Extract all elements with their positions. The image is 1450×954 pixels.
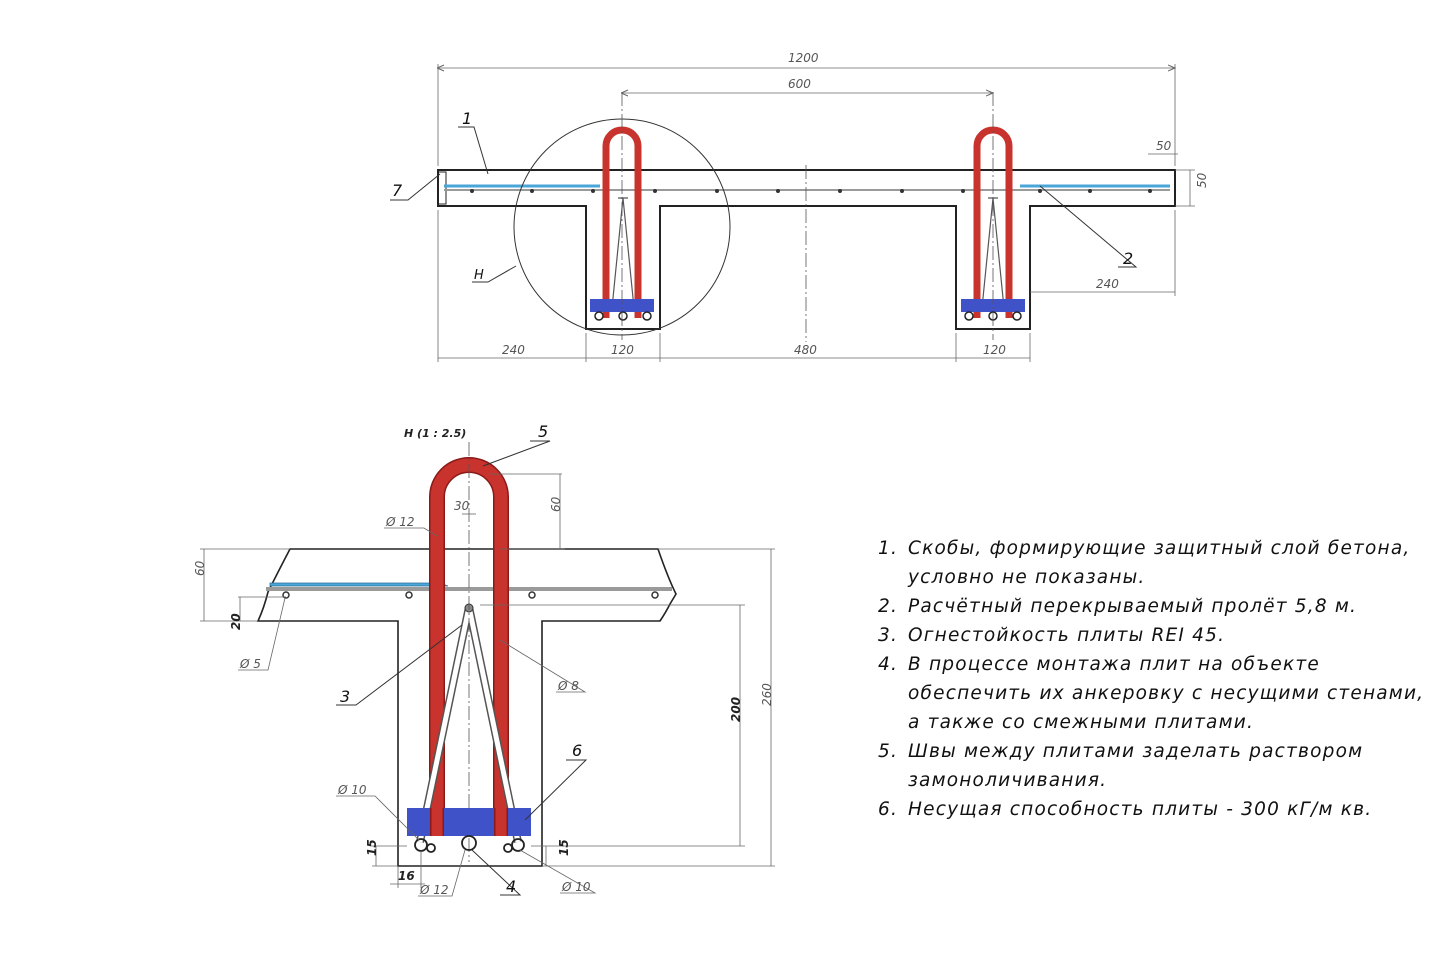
detail-bottom-bars — [414, 835, 525, 853]
detail-callout-3: 3 — [340, 687, 350, 706]
dim-flange-right-vertical: 50 — [1195, 172, 1209, 188]
detail-dim-mesh-cover: 20 — [229, 613, 243, 630]
detail-dim-bottom-cover-right: 15 — [557, 839, 571, 856]
dim-rib-width-right: 120 — [983, 343, 1006, 357]
detail-title: Н (1 : 2.5) — [404, 427, 466, 440]
detail-dia-stirrup-bar: Ø 8 — [557, 679, 579, 693]
note-3: 3. Огнестойкость плиты REI 45. — [878, 621, 1438, 650]
dim-overall-width: 1200 — [788, 51, 819, 65]
slab-cross-section-outline — [437, 169, 1176, 330]
detail-callout-leaders — [336, 440, 588, 896]
detail-dim-loop-width: 30 — [454, 499, 470, 513]
dim-rib-width-left: 120 — [611, 343, 634, 357]
dim-rib-spacing: 600 — [788, 77, 811, 91]
notes-list: 1. Скобы, формирующие защитный слой бетон… — [878, 534, 1438, 824]
detail-dim-bottom-cover-left: 15 — [365, 839, 379, 856]
dim-flange-right-horizontal: 50 — [1156, 139, 1172, 153]
callout-detail-marker: Н — [474, 268, 484, 283]
note-6-text: Несущая способность плиты - 300 кГ/м кв. — [908, 799, 1373, 820]
top-dimension-lines — [438, 64, 1195, 362]
bottom-plate-right — [961, 299, 1025, 312]
detail-callout-4: 4 — [506, 877, 516, 896]
callout-7: 7 — [392, 181, 403, 200]
detail-dia-bottom-right: Ø 10 — [561, 880, 591, 894]
detail-callout-6: 6 — [572, 741, 582, 760]
bottom-plate-left — [590, 299, 654, 312]
detail-dia-bottom-left: Ø 10 — [337, 783, 367, 797]
detail-loop-over-plate-fill — [431, 808, 507, 836]
note-1-num: 1. — [878, 538, 899, 559]
callout-1: 1 — [462, 109, 472, 128]
note-1-text: Скобы, формирующие защитный слой бетона,… — [908, 538, 1411, 588]
center-lines — [621, 92, 994, 342]
detail-dia-mesh-bar: Ø 5 — [239, 657, 261, 671]
note-3-text: Огнестойкость плиты REI 45. — [908, 625, 1226, 646]
top-leaders — [390, 126, 1138, 283]
right-rib-reinforcement — [961, 126, 1025, 321]
mesh-bar-dots — [470, 189, 1152, 193]
dim-clear-span: 480 — [794, 343, 817, 357]
note-2-num: 2. — [878, 596, 899, 617]
detail-dim-loop-height: 60 — [549, 496, 563, 512]
dim-overhang-left: 240 — [502, 343, 525, 357]
detail-dim-rib-inner-height: 200 — [729, 697, 743, 722]
detail-dia-loop-bar: Ø 12 — [385, 515, 415, 529]
note-6-num: 6. — [878, 799, 899, 820]
note-5: 5. Швы между плитами заделать раствором з… — [878, 737, 1438, 795]
detail-mesh-dots — [282, 591, 659, 599]
detail-dim-total-height: 260 — [760, 683, 774, 706]
note-1: 1. Скобы, формирующие защитный слой бетон… — [878, 534, 1438, 592]
note-4: 4. В процессе монтажа плит на объекте обе… — [878, 650, 1438, 737]
callout-2: 2 — [1123, 249, 1133, 268]
note-5-num: 5. — [878, 741, 899, 762]
detail-dia-bottom-center: Ø 12 — [419, 883, 449, 897]
detail-view: Н (1 : 2.5) — [193, 422, 775, 897]
detail-callout-5: 5 — [538, 422, 548, 441]
detail-stirrup-inner — [417, 606, 521, 843]
note-3-num: 3. — [878, 625, 899, 646]
lifting-loop-left — [602, 126, 642, 318]
detail-mesh-blue — [269, 582, 449, 587]
detail-dimension-lines — [200, 473, 775, 888]
left-edge-joint — [438, 171, 447, 205]
note-4-text: В процессе монтажа плит на объекте обесп… — [908, 654, 1425, 733]
detail-diameter-leaders — [238, 527, 597, 897]
top-view: 1200 600 50 50 240 120 480 120 240 1 7 2… — [390, 51, 1209, 362]
lifting-loop-right — [973, 126, 1013, 318]
stirrup-left — [611, 197, 635, 309]
note-2: 2. Расчётный перекрываемый пролёт 5,8 м. — [878, 592, 1438, 621]
detail-dim-bar-offset: 16 — [398, 869, 415, 883]
dim-overhang-right: 240 — [1096, 277, 1119, 291]
left-rib-reinforcement — [590, 126, 654, 321]
note-4-num: 4. — [878, 654, 899, 675]
detail-bottom-plate — [407, 808, 531, 836]
note-6: 6. Несущая способность плиты - 300 кГ/м к… — [878, 795, 1438, 824]
note-5-text: Швы между плитами заделать раствором зам… — [908, 741, 1364, 791]
detail-dim-flange-thickness: 60 — [193, 560, 207, 576]
note-2-text: Расчётный перекрываемый пролёт 5,8 м. — [908, 596, 1358, 617]
